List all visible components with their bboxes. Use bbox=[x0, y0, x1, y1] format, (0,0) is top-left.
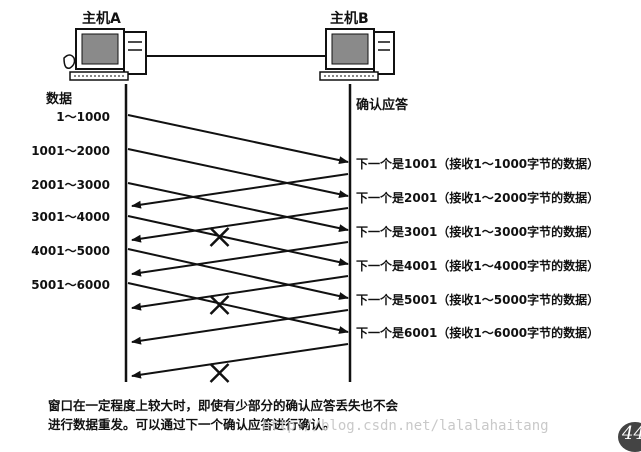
ack-arrow-6-lost bbox=[131, 343, 349, 379]
ack-label-6: 下一个是6001（接收1～6000字节的数据） bbox=[356, 326, 600, 340]
host-a-computer-icon bbox=[63, 28, 147, 81]
ack-arrow-4-lost bbox=[131, 275, 349, 311]
segment-arrow-6 bbox=[127, 282, 349, 334]
caption-line-2: 进行数据重发。可以通过下一个确认应答进行确认。 bbox=[48, 417, 336, 432]
ack-arrow-1 bbox=[131, 173, 349, 209]
caption: 窗口在一定程度上较大时，即使有少部分的确认应答丢失也不会 进行数据重发。可以通过… bbox=[48, 396, 488, 434]
segment-arrow-5 bbox=[127, 248, 349, 300]
ack-label-3: 下一个是3001（接收1～3000字节的数据） bbox=[356, 225, 600, 239]
lost-ack-cross-icon bbox=[209, 295, 230, 315]
ack-label-2: 下一个是2001（接收1～2000字节的数据） bbox=[356, 191, 600, 205]
page-number: 44 bbox=[618, 422, 641, 452]
segment-arrow-3 bbox=[127, 182, 349, 233]
ack-column-label: 确认应答 bbox=[356, 98, 409, 113]
segment-arrow-1 bbox=[127, 114, 349, 165]
caption-line-1: 窗口在一定程度上较大时，即使有少部分的确认应答丢失也不会 bbox=[48, 398, 399, 413]
segment-arrow-2 bbox=[127, 148, 349, 199]
data-range-2: 1001～2000 bbox=[31, 144, 110, 158]
data-range-4: 3001～4000 bbox=[31, 210, 110, 224]
lost-ack-cross-icon bbox=[209, 227, 230, 247]
data-column-label: 数据 bbox=[46, 92, 73, 107]
data-range-1: 1～1000 bbox=[56, 110, 110, 124]
ack-arrow-3 bbox=[131, 241, 349, 277]
ack-arrow-2-lost bbox=[131, 207, 349, 243]
ack-label-4: 下一个是4001（接收1～4000字节的数据） bbox=[356, 259, 600, 273]
segment-arrow-4 bbox=[127, 215, 349, 266]
host-b-computer-icon bbox=[319, 28, 395, 81]
lost-ack-cross-icon bbox=[209, 363, 230, 383]
ack-arrow-5 bbox=[131, 309, 349, 345]
ack-label-1: 下一个是1001（接收1～1000字节的数据） bbox=[356, 157, 600, 171]
data-range-6: 5001～6000 bbox=[31, 278, 110, 292]
data-range-5: 4001～5000 bbox=[31, 244, 110, 258]
ack-label-5: 下一个是5001（接收1～5000字节的数据） bbox=[356, 293, 600, 307]
host-b-label: 主机B bbox=[330, 11, 369, 27]
data-range-3: 2001～3000 bbox=[31, 178, 110, 192]
watermark: http://blog.csdn.net/lalalahaitang bbox=[262, 418, 549, 434]
host-a-label: 主机A bbox=[82, 11, 121, 27]
